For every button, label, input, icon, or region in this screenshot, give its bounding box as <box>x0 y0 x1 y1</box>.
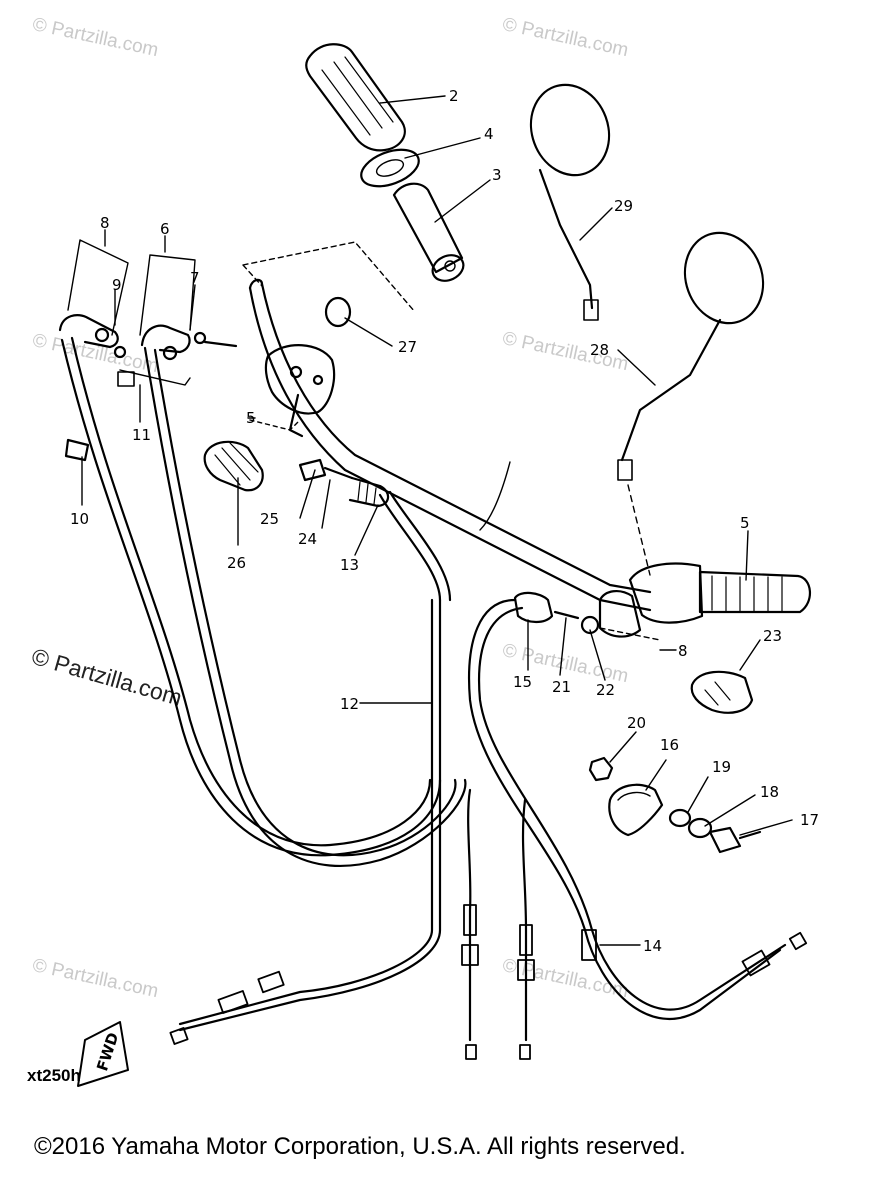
callout-27: 27 <box>398 338 417 356</box>
cable-clip <box>64 438 90 462</box>
cable-holder-left <box>58 314 127 359</box>
throttle-sleeve <box>392 182 465 282</box>
callout-20: 20 <box>627 714 646 732</box>
callout-10: 10 <box>70 510 89 528</box>
callout-25: 25 <box>260 510 279 528</box>
callout-26: 26 <box>227 554 246 572</box>
bracket-lines <box>67 239 196 336</box>
callout-11: 11 <box>132 426 151 444</box>
nut-20 <box>588 756 614 782</box>
switch-23 <box>690 670 754 714</box>
callout-21: 21 <box>552 678 571 696</box>
mirror-left <box>617 231 765 576</box>
callout-29: 29 <box>614 197 633 215</box>
left-grip <box>598 562 811 638</box>
callout-4: 4 <box>484 125 494 143</box>
callout-17: 17 <box>800 811 819 829</box>
cable-holder-right <box>140 324 238 361</box>
throttle-adjuster-parts <box>513 591 661 641</box>
leader-lines <box>81 95 793 946</box>
callout-2: 2 <box>449 87 459 105</box>
grip-collar <box>360 148 420 188</box>
callout-13: 13 <box>340 556 359 574</box>
callout-15: 15 <box>513 673 532 691</box>
callout-9: 9 <box>112 276 122 294</box>
callout-16: 16 <box>660 736 679 754</box>
screw-11 <box>117 371 135 387</box>
callout-7: 7 <box>190 269 200 287</box>
bolt-17 <box>708 826 762 854</box>
diagram-code: xt250h <box>27 1066 81 1085</box>
callout-8b: 8 <box>678 642 688 660</box>
cap <box>324 296 352 328</box>
callout-18: 18 <box>760 783 779 801</box>
callout-22: 22 <box>596 681 615 699</box>
callout-12: 12 <box>340 695 359 713</box>
cables <box>60 336 787 1042</box>
mirror-right <box>529 83 611 321</box>
grip-reference-lines <box>242 241 416 313</box>
callout-5: 5 <box>246 409 256 427</box>
copyright-notice: ©2016 Yamaha Motor Corporation, U.S.A. A… <box>34 1133 686 1160</box>
washer-19 <box>668 808 692 828</box>
handlebar <box>248 278 652 612</box>
adjuster-boot <box>203 440 264 492</box>
fwd-label: FWD <box>93 1030 122 1073</box>
clamp-16 <box>608 783 664 837</box>
callout-28: 28 <box>590 341 609 359</box>
cable-adjuster-parts <box>249 419 390 508</box>
callout-14: 14 <box>643 937 662 955</box>
throttle-grip <box>305 43 406 152</box>
cable-ends <box>169 904 808 1060</box>
callout-8: 8 <box>100 214 110 232</box>
fwd-tag <box>77 1021 129 1087</box>
callout-5b: 5 <box>740 514 750 532</box>
callout-19: 19 <box>712 758 731 776</box>
callout-6: 6 <box>160 220 170 238</box>
callout-24: 24 <box>298 530 317 548</box>
callout-23: 23 <box>763 627 782 645</box>
callout-3: 3 <box>492 166 502 184</box>
washer-18 <box>687 817 713 839</box>
